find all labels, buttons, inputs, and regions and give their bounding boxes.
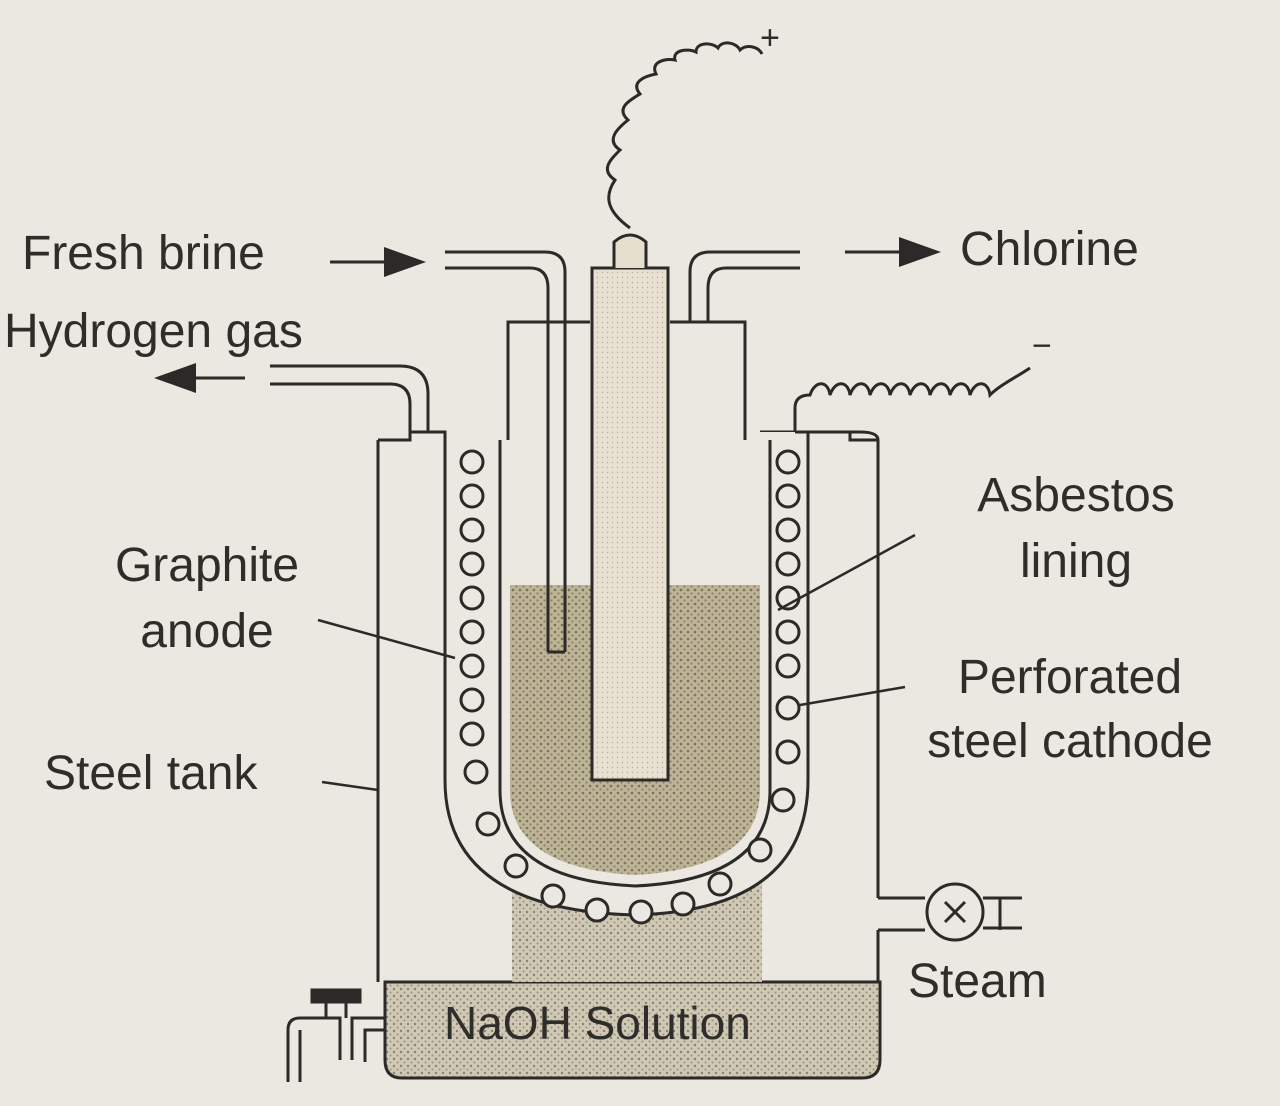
label-asbestos-line1: Asbestos: [977, 469, 1175, 522]
asbestos-leader: [777, 533, 916, 612]
label-asbestos-line2: lining: [1019, 535, 1133, 588]
label-chlorine: Chlorine: [960, 223, 1139, 276]
steel-tank-leader: [321, 780, 379, 792]
label-steam: Steam: [908, 955, 1047, 1008]
perforations: [459, 449, 801, 925]
label-fresh-brine: Fresh brine: [22, 227, 265, 280]
label-hydrogen-gas: Hydrogen gas: [4, 305, 303, 358]
brine-inlet-pipe: [445, 250, 567, 654]
steam-valve: [878, 882, 1022, 942]
label-perforated-line1: Perforated: [957, 651, 1183, 704]
chlorine-outlet-pipe: [688, 250, 800, 322]
anode-cap: [612, 233, 648, 268]
perforated-leader: [799, 685, 906, 707]
drain-tap: [286, 988, 385, 1082]
anode-compartment-top: [506, 320, 747, 440]
steel-tank: [376, 440, 880, 982]
label-graphite-line2: anode: [140, 605, 274, 658]
label-perforated-line2: steel cathode: [927, 715, 1213, 768]
asbestos-inner-wall: [498, 440, 772, 888]
naoh-solution-fill: [383, 980, 882, 1080]
label-graphite-line1: Graphite: [114, 539, 300, 592]
label-steel-tank: Steel tank: [44, 747, 258, 800]
graphite-anode: [590, 266, 670, 782]
cathode-connector: [795, 430, 880, 441]
label-plus: +: [760, 19, 780, 57]
label-naoh-solution: NaOH Solution: [444, 997, 751, 1049]
positive-coil-wire: [605, 41, 764, 230]
graphite-leader: [317, 618, 456, 660]
negative-coil-wire: [793, 366, 1031, 432]
label-minus: −: [1032, 327, 1052, 365]
hydrogen-outlet-pipe: [270, 364, 430, 432]
